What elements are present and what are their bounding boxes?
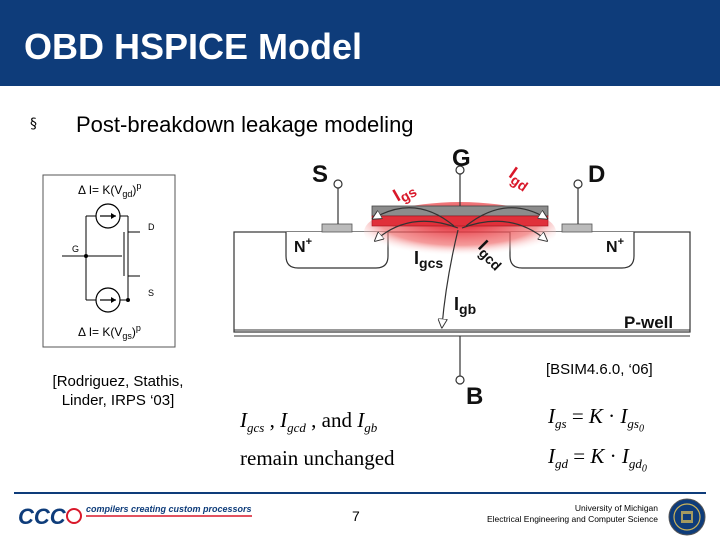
label-igb: Igb <box>454 294 476 317</box>
drain-contact <box>561 223 593 233</box>
arrow-igs <box>374 207 455 227</box>
terminal-s-label: S <box>312 161 328 188</box>
circuit-eq-bottom: Δ I= K(Vgs)p <box>78 323 141 341</box>
citation-left-line1: [Rodriguez, Stathis, <box>52 373 184 390</box>
ccc-logo: CCC compilers creating custom processors <box>18 504 252 529</box>
terminal-b-label: B <box>466 383 483 410</box>
p-well-label: P-well <box>624 313 673 332</box>
citation-right: [BSIM4.6.0, ‘06] <box>546 361 653 378</box>
terminal-g-label: G <box>452 145 471 172</box>
unchanged-currents-text: remain unchanged <box>240 446 395 470</box>
footer-rule <box>14 492 706 494</box>
arrow-igb <box>442 229 459 326</box>
citation-left-line2: Linder, IRPS ‘03] <box>61 392 175 409</box>
ccc-logo-text: CCC <box>18 504 67 529</box>
circuit-label-d: D <box>148 222 155 232</box>
label-igcs: Igcs <box>414 248 443 271</box>
equation-igd: Igd = K · Igd0 <box>548 444 647 475</box>
footer-university: University of Michigan Electrical Engine… <box>487 503 658 525</box>
terminal-g-node <box>455 165 465 175</box>
university-seal <box>668 498 706 536</box>
department-name: Electrical Engineering and Computer Scie… <box>486 514 658 524</box>
terminal-s-node <box>333 179 343 189</box>
university-name: University of Michigan <box>574 503 658 513</box>
title-bar: OBD HSPICE Model <box>0 0 720 86</box>
circuit-label-g: G <box>72 244 79 254</box>
label-igs: Igs <box>389 177 419 208</box>
arrow-igcs <box>376 220 459 240</box>
mosfet-cross-section: S G D B N+ N+ P-well Igs Igd Igcs Igcd I… <box>233 145 691 410</box>
page-number: 7 <box>352 508 360 524</box>
terminal-d-node <box>573 179 583 189</box>
label-igd: Igd <box>504 163 535 195</box>
unchanged-currents-formula: Igcs , Igcd , and Igb <box>240 408 378 436</box>
gate-oxide <box>371 215 549 227</box>
gate-poly <box>371 205 549 217</box>
citation-left: [Rodriguez, Stathis, Linder, IRPS ‘03] <box>36 372 200 410</box>
circuit-label-s: S <box>148 288 154 298</box>
terminal-b-node <box>455 375 465 385</box>
n-plus-left-label: N+ <box>294 236 312 256</box>
circuit-eq-top: Δ I= K(Vgd)p <box>78 181 141 199</box>
arrow-igcd <box>461 220 546 240</box>
ccc-logo-gear-icon <box>66 508 82 524</box>
terminal-d-label: D <box>588 161 605 188</box>
n-plus-right-label: N+ <box>606 236 624 256</box>
ccc-tagline: compilers creating custom processors <box>86 504 252 514</box>
circuit-border <box>42 174 176 348</box>
equation-igs: Igs = K · Igs0 <box>548 404 644 435</box>
source-contact <box>321 223 353 233</box>
slide-title: OBD HSPICE Model <box>24 26 363 67</box>
circuit-diagram: Δ I= K(Vgd)p D G S Δ I= K(Vgs)p <box>42 174 176 348</box>
n-plus-left-region <box>285 232 389 269</box>
arrow-igd <box>465 207 546 227</box>
bullet-text: Post-breakdown leakage modeling <box>76 112 414 137</box>
bullet-marker: § <box>30 116 37 132</box>
